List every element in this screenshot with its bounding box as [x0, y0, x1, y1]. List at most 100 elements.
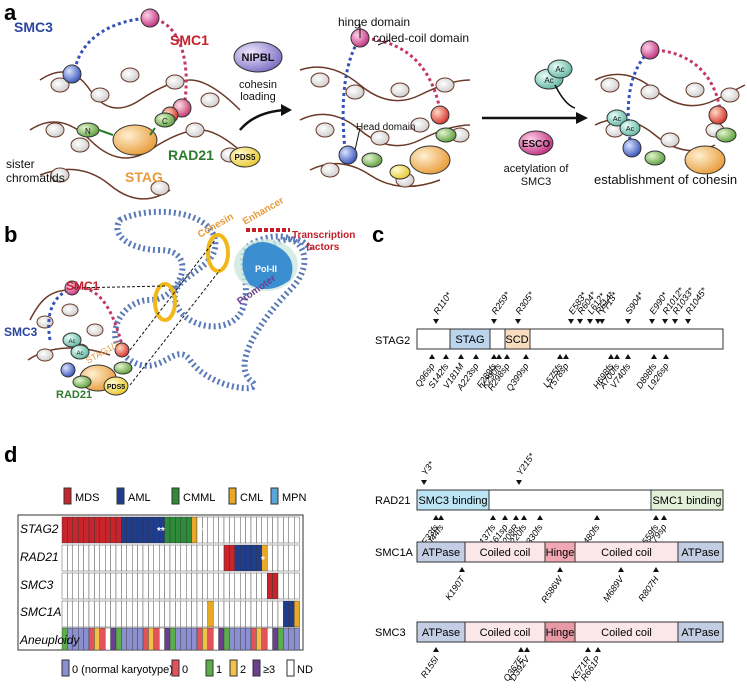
heatmap-cell	[288, 516, 295, 544]
heatmap-cell	[202, 572, 208, 600]
heatmap-cell	[207, 544, 214, 572]
legend-label-mds: MDS	[75, 492, 99, 504]
heatmap-cell	[99, 627, 106, 651]
heatmap-cell	[169, 544, 176, 572]
rad21-bottom-mutation-marker	[513, 515, 519, 520]
stag2-gene-label: STAG2	[375, 335, 410, 347]
stag2-top-mutation-marker	[685, 319, 691, 324]
smc-domain-segment	[677, 621, 724, 643]
establishment-label: establishment of cohesin	[594, 172, 737, 187]
heatmap-cell	[83, 572, 90, 600]
ac-label-b1: Ac	[68, 339, 75, 345]
heatmap-cell	[196, 572, 203, 600]
nipbl-icon	[233, 41, 283, 73]
rad21-bottom-mutation-marker	[502, 515, 508, 520]
smc-domain-label: Coiled coil	[480, 627, 531, 639]
heatmap-cell	[267, 572, 273, 600]
heatmap-cell	[180, 572, 187, 600]
stag2-bottom-mutation-marker	[608, 354, 614, 359]
stag2-domain-scd-label: SCD	[505, 334, 528, 346]
karyotype-legend-swatch	[171, 659, 180, 677]
panel-a-diagram-3	[594, 40, 746, 175]
heatmap-cell	[212, 572, 219, 600]
heatmap-cell	[104, 600, 111, 628]
heatmap-cell	[196, 544, 203, 572]
rad21-label-a: RAD21	[168, 147, 214, 163]
heatmap-cell	[180, 600, 187, 628]
heatmap-cell	[250, 627, 257, 651]
heatmap-cell	[153, 627, 160, 651]
karyotype-legend-label: ND	[297, 664, 313, 676]
smc3-bottom-mutation-marker	[595, 647, 601, 652]
heatmap-cell	[137, 627, 144, 651]
acetylation-label-2: SMC3	[521, 176, 552, 188]
heatmap-cell	[110, 516, 117, 544]
ac-label-a2: Ac	[555, 65, 564, 74]
heatmap-cell	[99, 516, 106, 544]
heatmap-cell	[283, 572, 289, 600]
heatmap-cell	[61, 572, 68, 600]
pds5-label-b: PDS5	[107, 384, 125, 391]
heatmap-cell	[72, 516, 79, 544]
heatmap-cell	[94, 627, 101, 651]
stag2-protein-bar	[416, 328, 724, 350]
smc1a-bottom-mutation-marker	[653, 567, 659, 572]
panel-b-diagram	[27, 208, 313, 396]
heatmap-cell	[121, 600, 128, 628]
heatmap-cell	[229, 600, 235, 628]
rad21-domain-smc3-label: SMC3 binding	[418, 495, 487, 507]
heatmap-cell	[245, 572, 252, 600]
heatmap-cell	[115, 572, 122, 600]
tf-label-2: factors	[306, 242, 340, 253]
karyotype-legend-swatch	[252, 659, 261, 677]
heatmap-cell	[283, 600, 289, 628]
smc3-label-a: SMC3	[14, 19, 53, 35]
heatmap-cell	[110, 572, 117, 600]
heatmap-cell	[72, 572, 79, 600]
heatmap-cell	[239, 627, 246, 651]
heatmap-cell	[185, 627, 192, 651]
rad21-bottom-mutation-marker	[594, 515, 600, 520]
heatmap-cell	[212, 627, 219, 651]
rad21-bottom-mutation-label: I44fs	[426, 522, 446, 544]
stag2-top-mutation-label: R110*	[431, 290, 453, 316]
stag2-bottom-marks: Q96spS142fsV181MA223spF289fsK290fsR298sp…	[413, 354, 671, 393]
rad21-bottom-mutation-marker	[438, 515, 444, 520]
heatmap-cell	[83, 516, 90, 544]
heatmap-cell	[164, 600, 171, 628]
panel-d-letter: d	[4, 442, 17, 467]
stag2-bottom-mutation-marker	[625, 354, 631, 359]
significance-stars: **	[157, 526, 165, 537]
heatmap-cell	[223, 572, 230, 600]
smc-domain-label: ATPase	[422, 547, 460, 559]
smc1a-gene-label: SMC1A	[375, 547, 414, 559]
heatmap-cell	[294, 572, 300, 600]
stag2-top-mutation-label: R259*	[489, 290, 512, 317]
enhancer-label-b: Enhancer	[241, 195, 286, 227]
heatmap-cell	[88, 516, 95, 544]
karyotype-legend-label: 0 (normal karyotype)	[72, 664, 173, 676]
smc-domain-label: Coiled coil	[601, 547, 652, 559]
heatmap-cell	[245, 516, 252, 544]
heatmap-cell	[234, 627, 241, 651]
stag2-top-mutation-marker	[649, 319, 655, 324]
heatmap-cell	[185, 600, 192, 628]
heatmap-cell	[61, 600, 68, 628]
panel-a-letter: a	[4, 0, 17, 25]
karyotype-legend-label: 1	[216, 664, 222, 676]
heatmap-cell	[277, 572, 284, 600]
heatmap-cell	[239, 600, 246, 628]
rad21-domain-smc3	[416, 489, 490, 511]
ac-label-a1: Ac	[544, 76, 553, 85]
row-label-stag2: STAG2	[20, 522, 59, 536]
heatmap-cell	[256, 600, 262, 628]
heatmap-cell	[121, 627, 128, 651]
heatmap-cell	[202, 600, 208, 628]
legend-label-aml: AML	[128, 492, 151, 504]
heatmap-cell	[158, 600, 165, 628]
stag2-top-mutation-marker	[515, 319, 521, 324]
heatmap-cell	[94, 572, 101, 600]
rad21-bottom-mutation-marker	[661, 515, 667, 520]
